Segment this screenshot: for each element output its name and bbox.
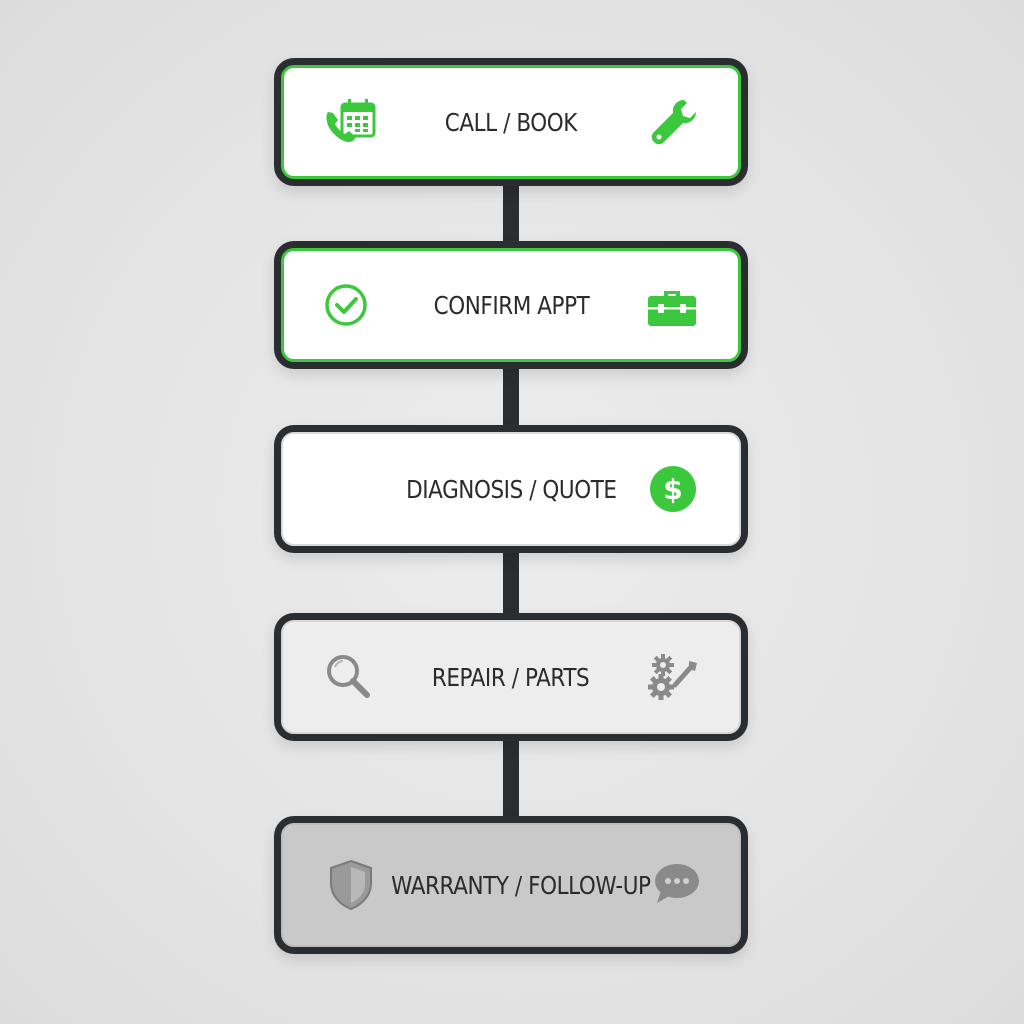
- step-label: REPAIR / PARTS: [432, 662, 590, 692]
- shield-icon: [323, 857, 379, 913]
- step-warranty-follow-up: WARRANTY / FOLLOW-UP: [274, 816, 748, 954]
- step-label: WARRANTY / FOLLOW-UP: [391, 870, 651, 900]
- wrench-icon: [644, 94, 700, 150]
- step-label: DIAGNOSIS / QUOTE: [405, 474, 617, 504]
- check-circle-icon: [322, 277, 378, 333]
- toolbox-icon: [644, 277, 700, 333]
- step-label: CONFIRM APPT: [433, 290, 589, 320]
- step-card: REPAIR / PARTS: [281, 620, 741, 734]
- connector: [503, 366, 519, 430]
- connector: [503, 184, 519, 246]
- step-card: WARRANTY / FOLLOW-UP: [281, 823, 741, 947]
- connector: [503, 740, 519, 820]
- magnifier-icon: [321, 649, 377, 705]
- step-label: CALL / BOOK: [444, 107, 578, 137]
- step-repair-parts: REPAIR / PARTS: [274, 613, 748, 741]
- step-card: CONFIRM APPT: [281, 248, 741, 362]
- step-card: DIAGNOSIS / QUOTE $: [281, 432, 741, 546]
- step-call-book: CALL / BOOK: [274, 58, 748, 186]
- phone-calendar-icon: [322, 94, 378, 150]
- svg-text:$: $: [663, 473, 682, 506]
- gears-wrench-icon: [645, 649, 701, 705]
- connector: [503, 550, 519, 616]
- step-confirm-appt: CONFIRM APPT: [274, 241, 748, 369]
- dollar-coin-icon: $: [645, 461, 701, 517]
- step-diagnosis-quote: DIAGNOSIS / QUOTE $: [274, 425, 748, 553]
- chat-bubble-icon: [647, 857, 703, 913]
- step-card: CALL / BOOK: [281, 65, 741, 179]
